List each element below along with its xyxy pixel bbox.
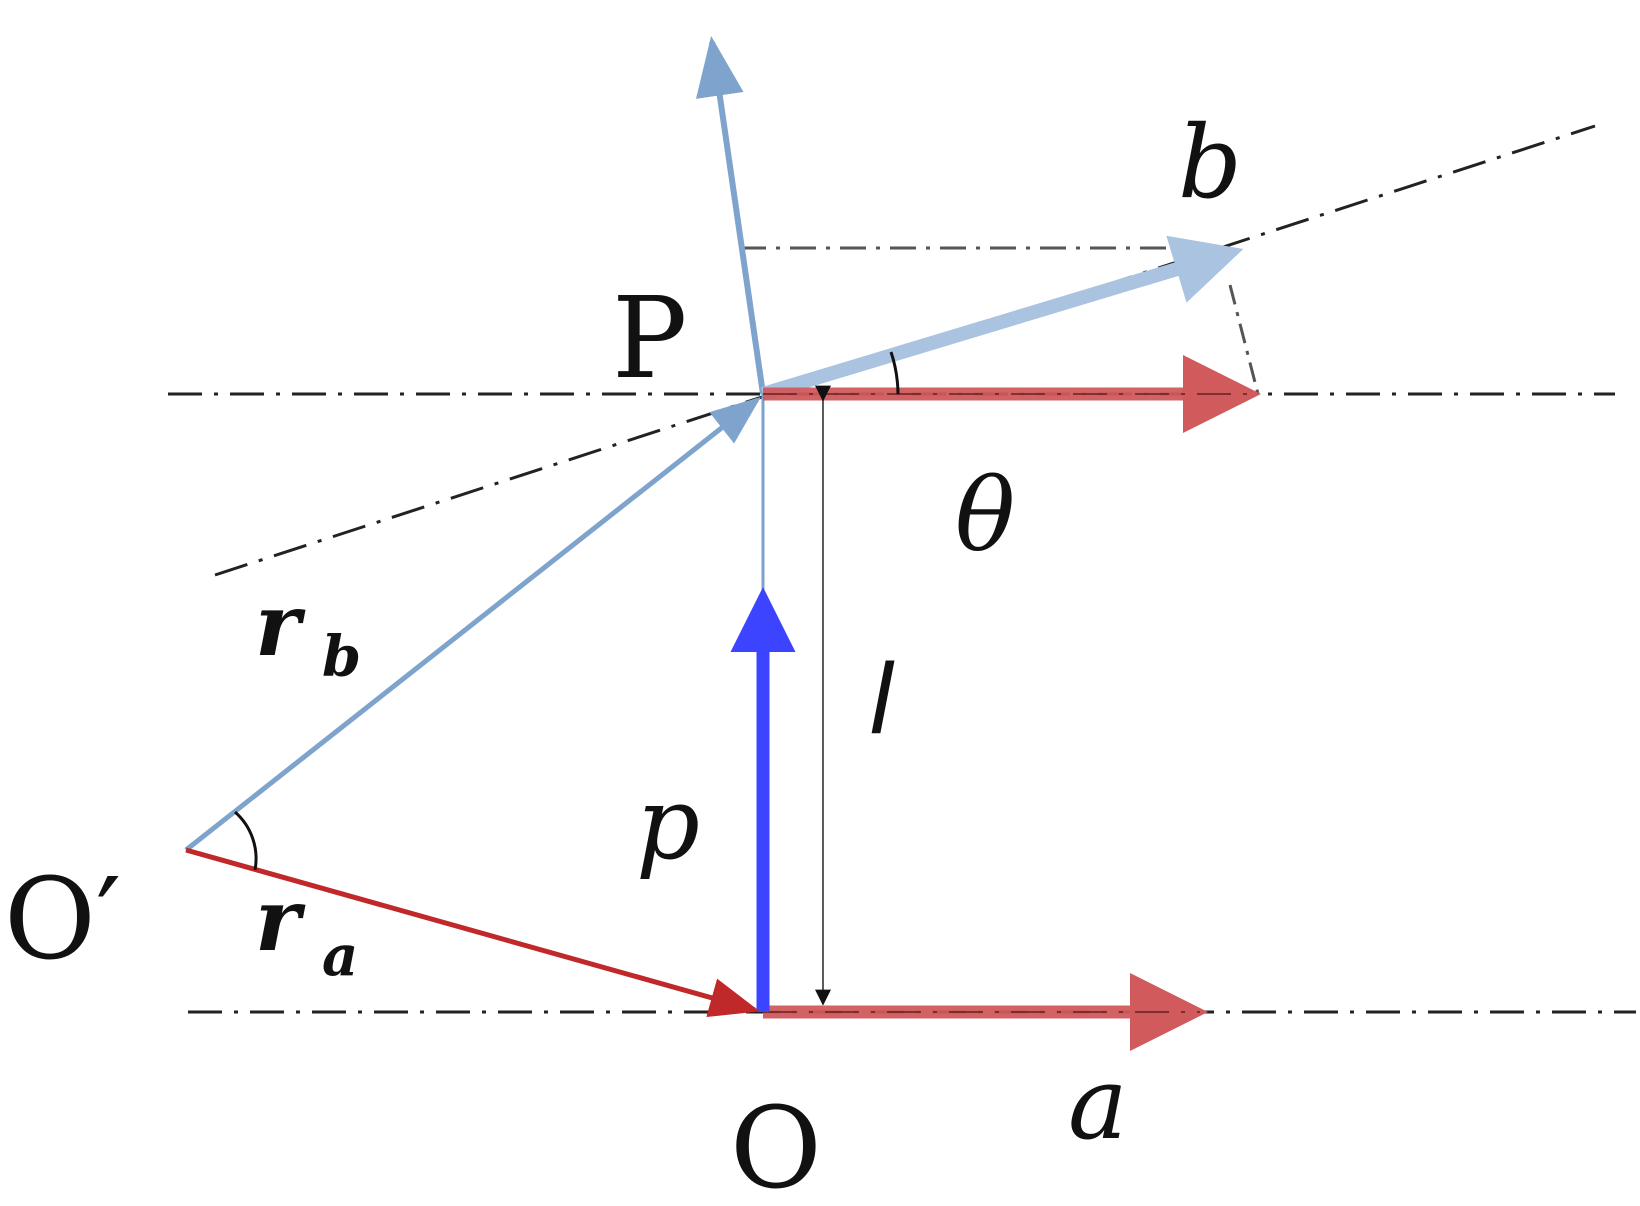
label-b: b	[1178, 104, 1242, 221]
vector-r-a	[185, 847, 760, 1018]
vector-r-b	[184, 396, 761, 852]
label-a: a	[1068, 1045, 1128, 1162]
label-l: l	[870, 643, 895, 755]
svg-text:r: r	[255, 870, 306, 971]
axis-line-along-b	[214, 124, 1596, 577]
svg-text:r: r	[255, 575, 306, 676]
label-p-point: P	[612, 274, 687, 404]
projection-line	[1228, 284, 1260, 395]
normal-vector-at-p	[695, 36, 766, 395]
svg-text:b: b	[322, 624, 361, 690]
angle-arc-o-prime	[234, 810, 258, 871]
angle-arc-theta	[889, 351, 900, 395]
label-r-a: r a	[255, 870, 358, 989]
svg-text:a: a	[322, 923, 358, 989]
label-o-point: O	[730, 1084, 822, 1206]
label-theta: θ	[955, 457, 1015, 574]
label-p-vector: p	[636, 765, 700, 882]
label-r-b: r b	[255, 575, 361, 690]
label-o-prime-point: O′	[4, 855, 121, 985]
vector-b	[760, 235, 1244, 401]
